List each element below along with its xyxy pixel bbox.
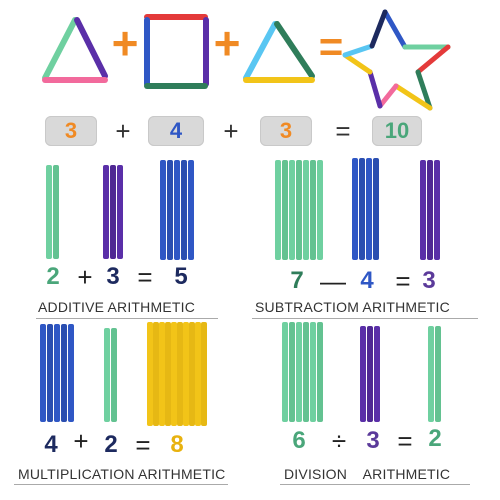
add-operand-b: 3	[106, 263, 120, 290]
number-box-10: 10	[372, 116, 422, 146]
stick-bundle-blue-4b	[40, 324, 74, 422]
subtraction-caption: SUBTRACTIOM ARITHMETIC	[255, 299, 450, 315]
add-plus: +	[77, 262, 93, 292]
mul-operand-a: 4	[44, 431, 58, 458]
equals-sign: =	[335, 116, 351, 146]
stick-bundle-green-7	[275, 160, 323, 260]
sub-minus: —	[320, 266, 346, 296]
triangle-stick-shape	[42, 17, 108, 83]
stick-bundle-purple-3b	[420, 160, 440, 260]
divider	[36, 318, 218, 319]
sub-result: 3	[422, 267, 436, 294]
stick-bundle-purple-3	[103, 165, 123, 259]
stick-bundle-green-2	[46, 165, 59, 259]
stick-shapes-equation	[42, 9, 451, 111]
sub-equals: =	[395, 266, 411, 296]
stick-bundle-green-2c	[428, 326, 441, 422]
divider	[14, 484, 228, 485]
stick-bundle-yellow-8	[147, 322, 207, 426]
number-box-4: 4	[148, 116, 204, 146]
mul-plus: +	[73, 426, 89, 456]
add-operand-a: 2	[46, 263, 60, 290]
shape-equals: =	[318, 23, 344, 70]
number-box-3: 3	[45, 116, 97, 146]
div-result: 2	[428, 425, 442, 452]
number-box-3-second: 3	[260, 116, 312, 146]
mul-operand-b: 2	[104, 431, 118, 458]
divider	[280, 484, 470, 485]
stick-bundle-green-6	[282, 322, 323, 422]
mul-equals: =	[135, 430, 151, 460]
additive-caption: ADDITIVE ARITHMETIC	[38, 299, 196, 315]
add-equals: =	[137, 262, 153, 292]
square-stick-shape	[144, 14, 209, 89]
multiplication-caption: MULTIPLICATION ARITHMETIC	[18, 466, 226, 482]
stick-bundle-blue-4	[352, 158, 379, 260]
div-equals: =	[397, 426, 413, 456]
stick-bundle-green-2b	[104, 328, 117, 422]
shape-plus-2: +	[213, 17, 241, 69]
mul-result: 8	[170, 431, 184, 458]
plus-sign-2: +	[223, 116, 239, 146]
division-caption: DIVISION ARITHMETIC	[284, 466, 451, 482]
div-operand-b: 3	[366, 427, 380, 454]
div-operand-a: 6	[292, 427, 306, 454]
sub-operand-a: 7	[290, 267, 304, 294]
star-stick-shape	[342, 9, 451, 111]
shape-plus-1: +	[111, 17, 139, 69]
stick-bundle-purple-3c	[360, 326, 380, 422]
sub-operand-b: 4	[360, 267, 374, 294]
stick-bundle-blue-5	[160, 160, 194, 260]
divider	[252, 318, 478, 319]
triangle-stick-shape-2	[243, 21, 315, 83]
add-result: 5	[174, 263, 188, 290]
plus-sign: +	[115, 116, 131, 146]
div-sign: ÷	[331, 426, 347, 456]
